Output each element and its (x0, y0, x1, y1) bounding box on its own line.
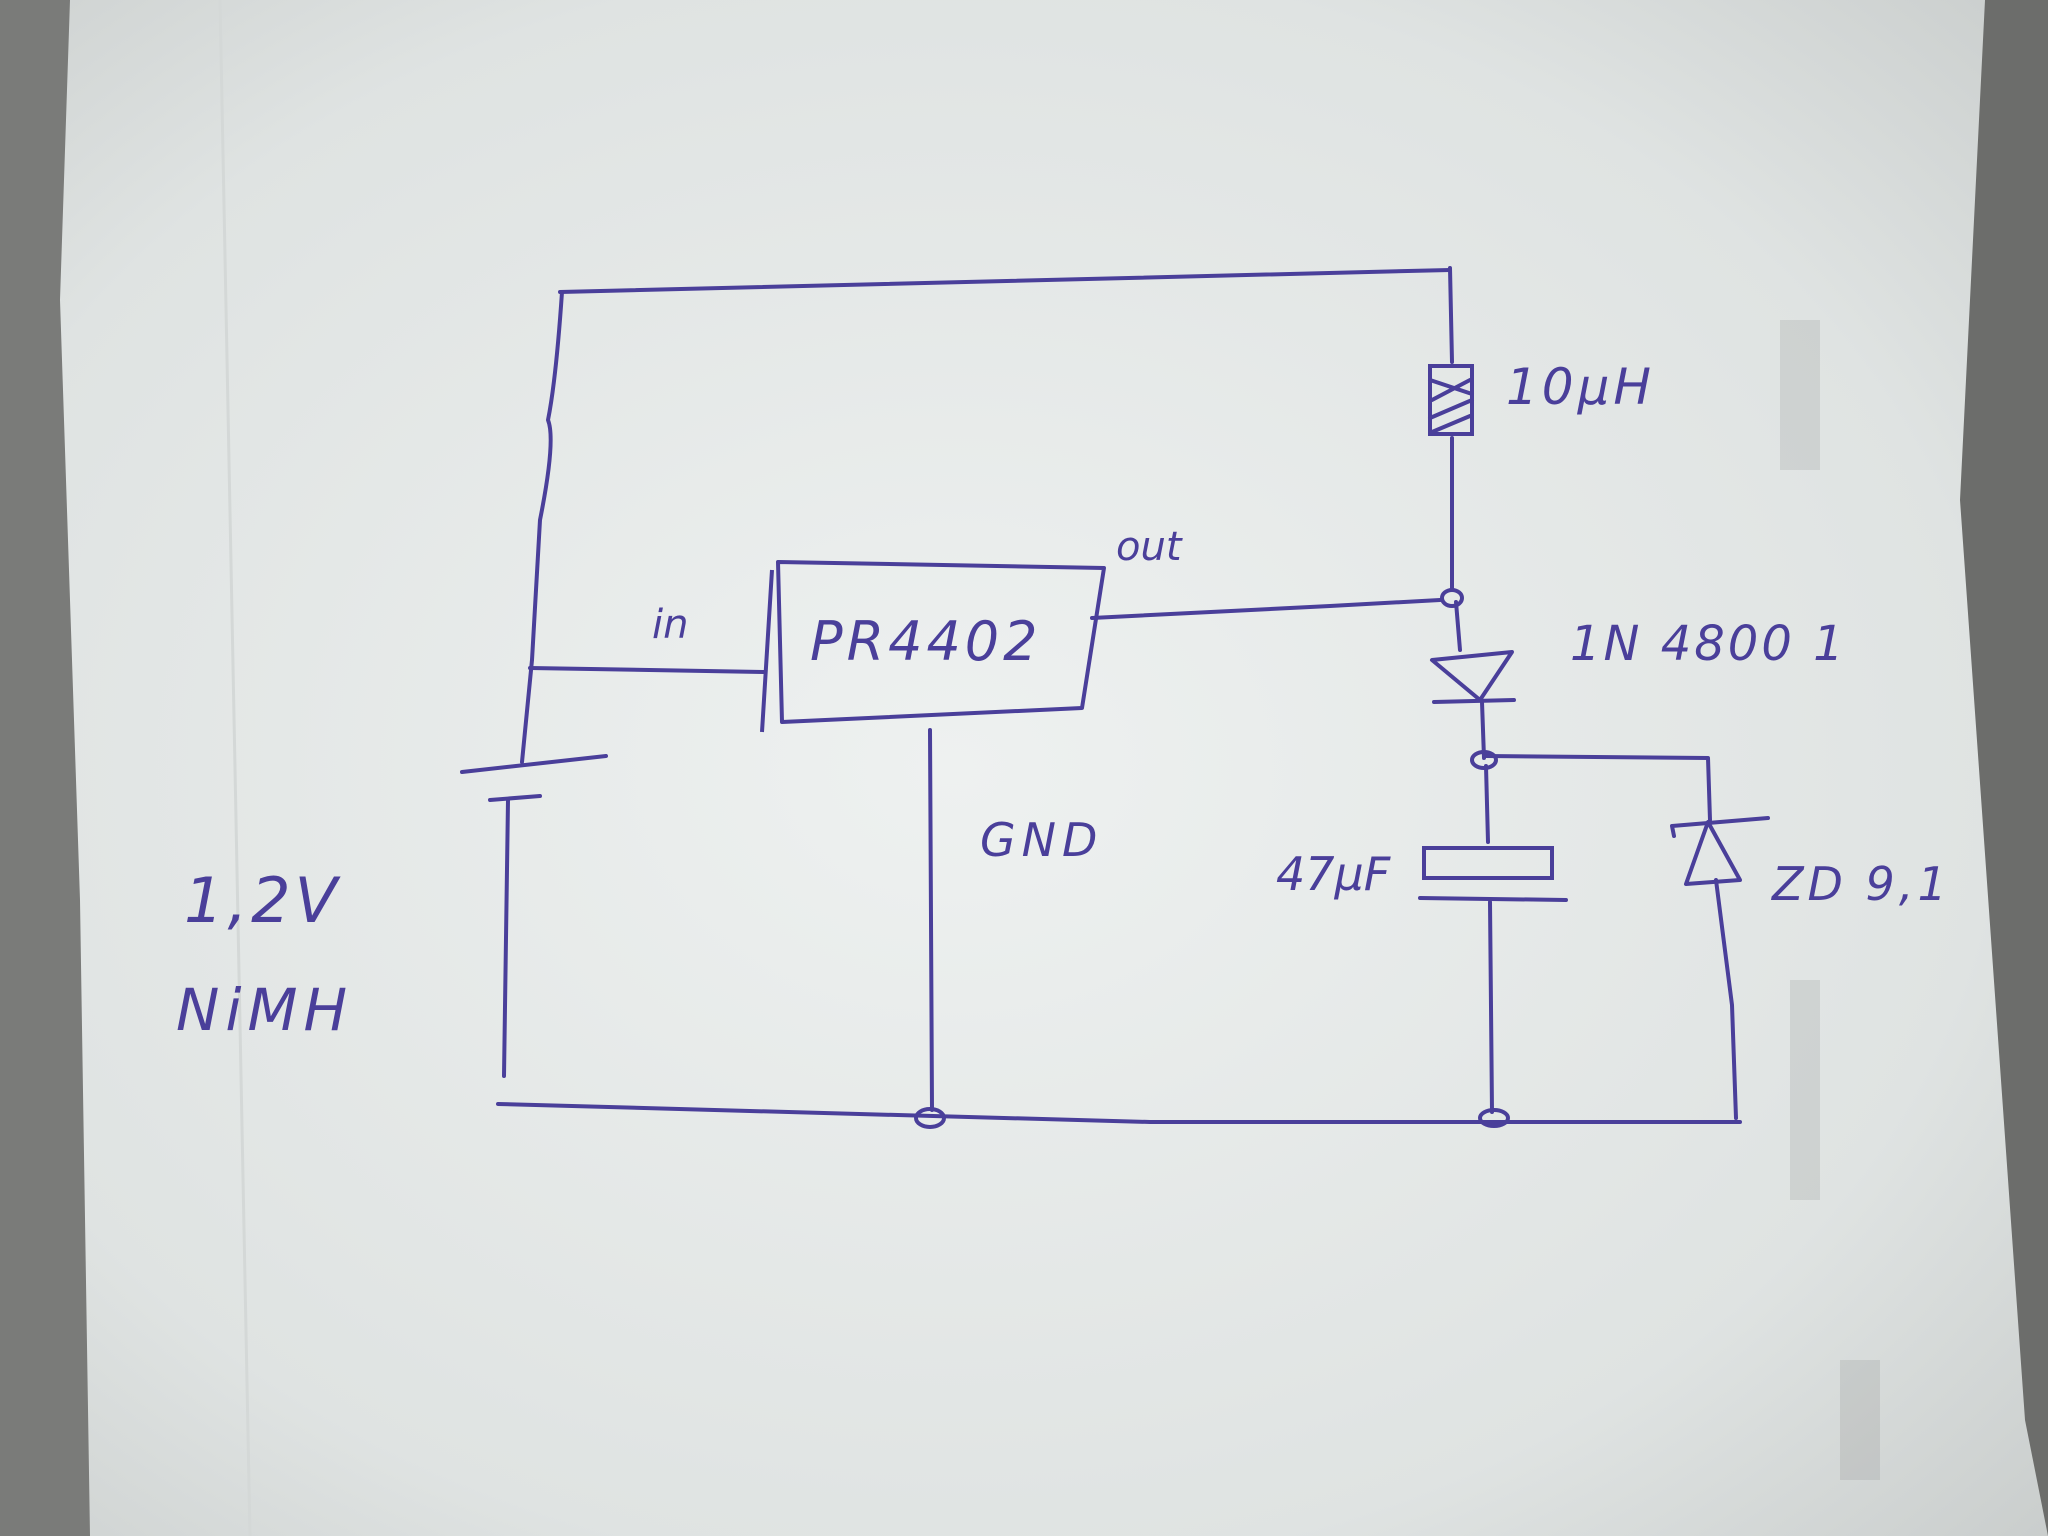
wire-node-diode (1454, 600, 1462, 652)
junction-dots (914, 588, 1510, 1129)
wire-junction-cap (1484, 764, 1490, 844)
zener-label: ZD 9,1 (1770, 857, 1951, 911)
diode-symbol (1430, 650, 1516, 704)
wire-junction-zener (1484, 754, 1712, 822)
pin-out-label: out (1116, 524, 1183, 570)
inductor-symbol (1428, 364, 1474, 436)
battery-long-plate (460, 754, 608, 774)
wire-diode-junction (1480, 700, 1486, 760)
node-bottom-right (1478, 1108, 1510, 1128)
capacitor-symbol (1418, 846, 1568, 902)
chip-label: PR4402 (810, 610, 1042, 673)
pin-gnd-label: GND (980, 813, 1103, 867)
node-gnd (914, 1107, 946, 1129)
wire-out (1090, 598, 1442, 620)
wire-battery-bottom (502, 798, 510, 1078)
battery-type-label: NiMH (176, 976, 353, 1044)
wire-zener-bottom (1714, 878, 1738, 1120)
wire-bottom (496, 1102, 1742, 1124)
inductor-label: 10µH (1506, 358, 1655, 416)
wire-left (520, 290, 564, 764)
node-out (1440, 588, 1464, 608)
paper-sheet (60, 0, 2048, 1536)
wire-cap-bottom (1488, 900, 1494, 1114)
paper-fold (218, 0, 252, 1536)
circuit-wires (496, 266, 1742, 1124)
wire-right-top (1448, 266, 1454, 364)
wire-gnd (928, 728, 934, 1112)
battery-voltage-label: 1,2V (184, 864, 342, 937)
battery-symbol (460, 754, 608, 802)
diode-label: 1N 4800 1 (1570, 616, 1847, 672)
node-cap-zener (1470, 750, 1498, 770)
zener-symbol (1670, 816, 1770, 886)
capacitor-label: 47µF (1276, 847, 1391, 901)
chip-box (760, 560, 1106, 733)
wire-top (558, 268, 1452, 294)
wire-in (528, 666, 766, 674)
show-through-print (1780, 320, 1880, 1480)
battery-short-plate (488, 794, 542, 802)
pin-in-label: in (652, 602, 688, 648)
